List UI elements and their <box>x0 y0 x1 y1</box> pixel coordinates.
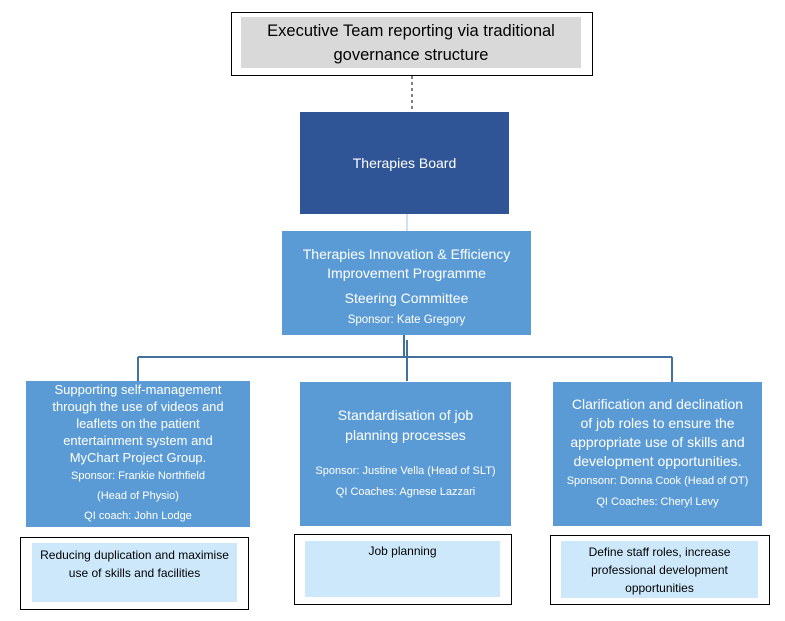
project-title-line: Standardisation of job <box>337 407 474 423</box>
project-sponsor-role: (Head of Physio) <box>97 490 179 502</box>
outcome-line: Job planning <box>368 544 437 558</box>
steering-committee-box: Therapies Innovation & Efficiency Improv… <box>282 231 531 335</box>
steering-line-1: Therapies Innovation & Efficiency <box>302 245 511 262</box>
project-title-line: planning processes <box>345 427 466 443</box>
executive-line-2: governance structure <box>333 45 489 64</box>
outcome-box-job-planning: Job planning <box>305 541 500 597</box>
project-qi-coach: QI Coaches: Agnese Lazzari <box>335 486 476 498</box>
outcome-line: professional development <box>591 562 728 577</box>
therapies-board-box: Therapies Board <box>300 112 509 214</box>
project-title-line: appropriate use of skills and <box>570 434 745 450</box>
steering-line-3: Steering Committee <box>344 289 469 306</box>
project-qi-coach: QI Coaches: Cheryl Levy <box>596 496 719 508</box>
project-qi-coach: QI coach: John Lodge <box>84 510 192 522</box>
project-meta: Sponsor: Justine Vella (Head of SLT) QI … <box>315 461 495 503</box>
project-meta: Sponsor: Frankie Northfield (Head of Phy… <box>71 466 205 526</box>
project-title-line: of job roles to ensure the <box>580 415 735 431</box>
project-title: Clarification and declination of job rol… <box>570 395 744 471</box>
project-box-job-roles: Clarification and declination of job rol… <box>553 382 762 526</box>
executive-line-1: Executive Team reporting via traditional <box>267 21 555 40</box>
project-box-self-management: Supporting self-management through the u… <box>26 381 250 527</box>
outcome-line: use of skills and facilities <box>68 566 201 580</box>
project-title: Standardisation of job planning processe… <box>338 405 473 445</box>
outcome-line: Define staff roles, increase <box>588 544 731 559</box>
therapies-board-label: Therapies Board <box>352 155 457 171</box>
outcome-box-duplication: Reducing duplication and maximise use of… <box>32 543 237 602</box>
project-title-line: entertainment system and <box>63 433 213 448</box>
outcome-box-staff-roles: Define staff roles, increase professiona… <box>561 541 758 598</box>
project-title-line: through the use of videos and <box>52 399 224 414</box>
project-box-job-planning: Standardisation of job planning processe… <box>300 382 511 526</box>
steering-line-2: Improvement Programme <box>327 264 486 281</box>
project-title-line: development opportunities. <box>573 453 742 469</box>
project-sponsor: Sponsor: Frankie Northfield <box>71 470 205 482</box>
project-title: Supporting self-management through the u… <box>52 381 223 466</box>
outcome-line: Reducing duplication and maximise <box>40 548 229 562</box>
project-meta: Sponsonr: Donna Cook (Head of OT) QI Coa… <box>567 471 749 513</box>
project-title-line: leaflets on the patient <box>76 416 200 431</box>
steering-sponsor: Sponsor: Kate Gregory <box>347 313 466 326</box>
project-sponsor: Sponsonr: Donna Cook (Head of OT) <box>566 475 749 487</box>
project-title-line: MyChart Project Group. <box>69 450 207 465</box>
project-title-line: Clarification and declination <box>571 396 744 412</box>
project-title-line: Supporting self-management <box>54 382 222 397</box>
outcome-line: opportunities <box>625 580 694 595</box>
executive-box: Executive Team reporting via traditional… <box>241 17 581 68</box>
project-sponsor: Sponsor: Justine Vella (Head of SLT) <box>315 465 496 477</box>
